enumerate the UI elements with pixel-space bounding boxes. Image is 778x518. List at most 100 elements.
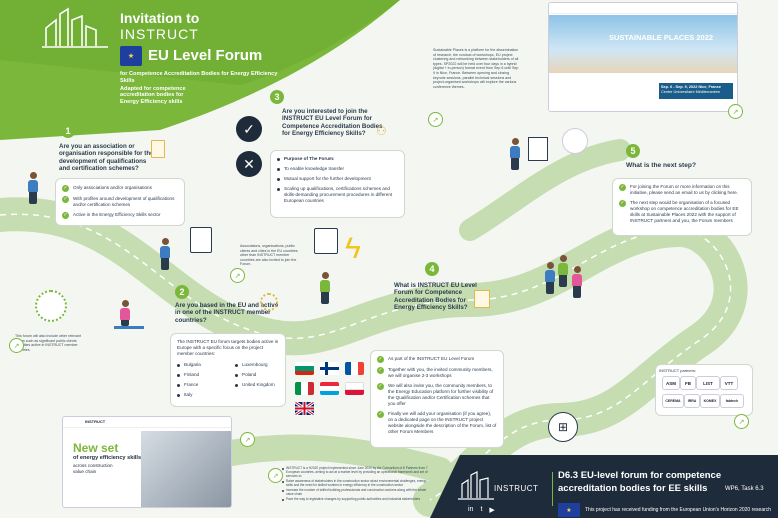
social-links: in t ▶ <box>468 506 495 514</box>
building-photo <box>141 431 231 507</box>
check-icon: ✓ <box>377 411 384 418</box>
step-3-number: 3 <box>270 90 284 104</box>
partner-logo: VTT <box>720 376 738 390</box>
step-4-question: What is INSTRUCT EU Level Forum for Comp… <box>394 282 477 312</box>
uk-flag-icon <box>295 402 314 415</box>
partner-logo: IRRA <box>684 394 700 408</box>
person-at-desk-illustration <box>120 300 130 326</box>
footer-logo-text: INSTRUCT <box>494 484 539 493</box>
info-pin-icon[interactable]: ↗ <box>240 432 255 447</box>
info-pin-icon[interactable]: ↗ <box>230 268 245 283</box>
purpose-item: To enable knowledge transfer <box>284 166 345 171</box>
country-item: Luxembourg <box>242 362 268 367</box>
check-icon: ✓ <box>377 367 384 374</box>
footer-wp: WP6, Task 6.3 <box>725 486 764 492</box>
certificate-icon <box>474 290 490 308</box>
about-item: Increase the number of skilled building … <box>286 488 427 496</box>
invitation-to-heading: Invitation to <box>120 10 200 26</box>
network-diagram-icon: ⊞ <box>548 412 578 442</box>
italy-flag-icon <box>295 382 314 395</box>
purpose-item: Mutual support for the further developme… <box>284 176 371 181</box>
sustainable-places-dates: Sep. 6 - Sep. 9, 2022 Nice, France <box>661 85 721 89</box>
footer-title-line-2: accreditation bodies for EE skills <box>558 483 708 494</box>
check-icon: ✓ <box>619 200 626 207</box>
country-item: Poland <box>242 372 257 377</box>
info-pin-icon[interactable]: ↗ <box>728 104 743 119</box>
check-icon: ✓ <box>377 356 384 363</box>
footer-divider <box>552 472 553 506</box>
footer-title-line-1: D6.3 EU-level forum for competence <box>558 470 722 481</box>
country-item: United Kingdom <box>242 382 275 387</box>
step-5-question: What is the next step? <box>626 162 696 169</box>
check-icon: ✓ <box>619 184 626 191</box>
linkedin-icon[interactable]: in <box>468 506 474 513</box>
forum-title: EU Level Forum <box>148 47 263 64</box>
website-line-2: of energy efficiency skills <box>73 455 142 461</box>
instruct-building-logo <box>42 7 108 48</box>
country-item: Bulgaria <box>184 362 201 367</box>
info-pin-icon[interactable]: ↗ <box>9 338 24 353</box>
about-item: INSTRUCT is a H2020 project implemented … <box>286 466 428 478</box>
step-4-item: We will also invite you, the community m… <box>388 383 494 406</box>
instruct-heading: INSTRUCT <box>120 26 199 42</box>
finland-flag-icon <box>320 362 339 375</box>
partners-label: INSTRUCT partners: <box>659 368 697 373</box>
person-illustration <box>572 266 582 298</box>
check-icon: ✓ <box>377 383 384 390</box>
step-2-number: 2 <box>175 285 189 299</box>
info-pin-icon[interactable]: ↗ <box>268 468 283 483</box>
website-logo: INSTRUCT <box>85 419 106 424</box>
info-pin-icon[interactable]: ↗ <box>428 112 443 127</box>
bulgaria-flag-icon <box>295 362 314 375</box>
certificate-icon <box>151 140 165 158</box>
purpose-title: Purpose of The Forum: <box>284 156 335 161</box>
step-1-item: Active in the Energy Efficiency Skills s… <box>73 212 161 217</box>
step-3-question: Are you interested to join the INSTRUCT … <box>282 108 383 138</box>
partner-logo: CEREMA <box>662 394 684 408</box>
document-icon <box>190 227 212 253</box>
person-presenting-illustration <box>510 138 520 170</box>
info-pin-icon[interactable]: ↗ <box>734 414 749 429</box>
instruct-website-thumbnail[interactable]: INSTRUCT New set of energy efficiency sk… <box>62 416 232 508</box>
step-2-question: Are you based in the EU and active in on… <box>175 302 279 324</box>
country-item: France <box>184 382 199 387</box>
step-5-item: For joining the Forum or more informatio… <box>630 184 739 195</box>
footer-funding: This project has received funding from t… <box>585 507 772 513</box>
step-2-note: Associations, organisations, public clie… <box>240 244 298 267</box>
step-5-card: ✓ For joining the Forum or more informati… <box>612 178 752 236</box>
no-cross-icon: ✕ <box>236 151 262 177</box>
twitter-icon[interactable]: t <box>480 506 483 513</box>
sustainable-places-note: Sustainable Places is a platform for the… <box>433 48 519 89</box>
adapted-text: Adapted for competence accreditation bod… <box>120 86 186 105</box>
partner-logo: KOMEX <box>700 394 720 408</box>
step-1-number: 1 <box>61 124 75 138</box>
network-icon <box>35 290 67 322</box>
forum-subtitle: for Competence Accreditation Bodies for … <box>120 71 278 84</box>
person-illustration <box>545 262 555 294</box>
person-illustration <box>320 272 330 304</box>
footer-building-logo <box>458 471 494 500</box>
about-item: Pave the way to legislative changes by s… <box>286 497 421 501</box>
step-4-card: ✓As part of the INSTRUCT EU Level Forum … <box>370 350 504 448</box>
step-4-number: 4 <box>425 262 439 276</box>
check-icon: ✓ <box>62 196 69 203</box>
partners-card: INSTRUCT partners: <box>655 364 753 416</box>
website-headline: New set <box>73 441 119 455</box>
partner-logo: fabtech <box>720 394 744 408</box>
step-1-card: ✓Only associations and/or organisations … <box>55 178 185 226</box>
step-3-card: Purpose of The Forum: To enable knowledg… <box>270 150 405 218</box>
about-instruct-note: INSTRUCT is a H2020 project implemented … <box>282 466 432 502</box>
check-icon: ✓ <box>62 212 69 219</box>
youtube-icon[interactable]: ▶ <box>489 507 495 514</box>
eu-flag-icon: ★ <box>558 503 580 517</box>
factory-icon <box>314 228 338 254</box>
partner-logo: FB <box>680 376 696 390</box>
country-item: Italy <box>184 392 193 397</box>
sustainable-places-venue: Centre Universitaire Méditerranéen <box>661 90 721 94</box>
step-1-question: Are you an association or organisation r… <box>59 143 154 173</box>
step-5-number: 5 <box>626 144 640 158</box>
partner-logo: LIST <box>696 376 720 390</box>
presentation-board-icon <box>528 137 548 161</box>
sustainable-places-website[interactable]: SUSTAINABLE PLACES 2022 Sep. 6 - Sep. 9,… <box>548 2 738 112</box>
person-illustration <box>160 238 170 270</box>
